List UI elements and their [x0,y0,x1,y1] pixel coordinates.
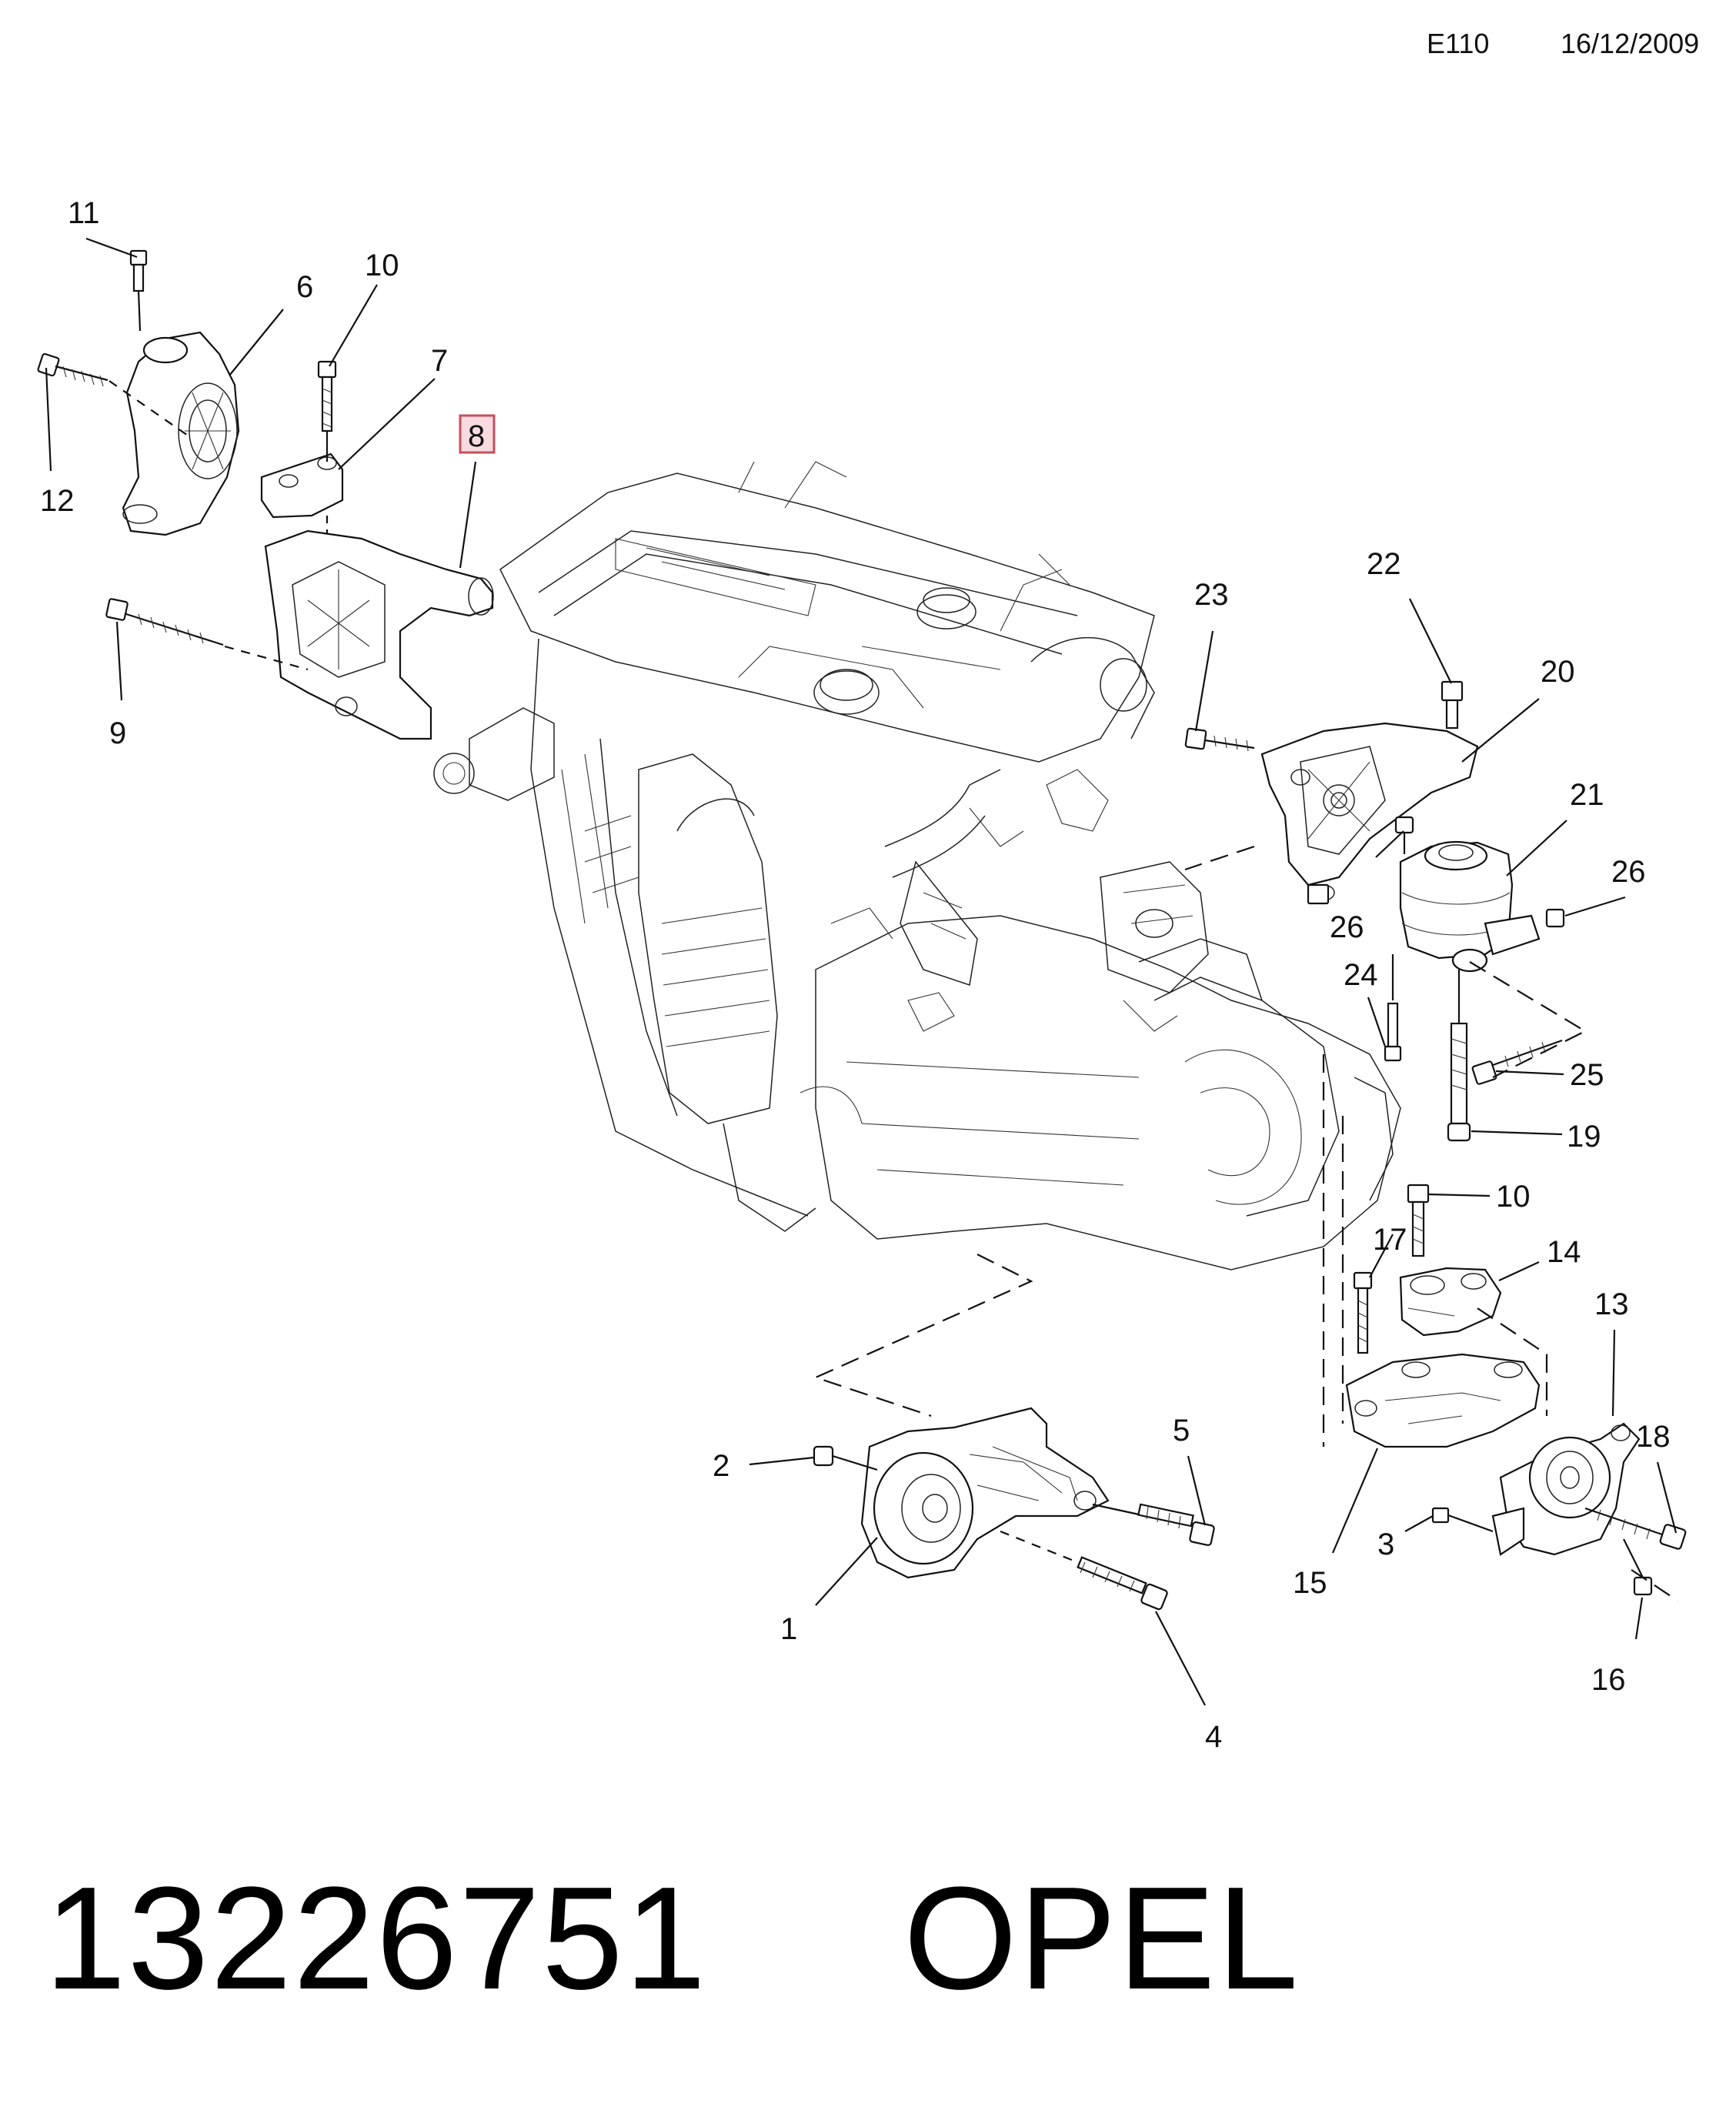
callout-18: 18 [1636,1420,1671,1454]
callout-10-upper: 10 [365,249,399,282]
bolt-17 [1353,1271,1373,1354]
callout-12: 12 [40,484,75,518]
callout-15: 15 [1293,1566,1327,1600]
callout-9: 9 [109,716,126,750]
callout-5: 5 [1173,1414,1190,1447]
callout-11: 11 [68,196,100,230]
callout-25: 25 [1570,1058,1604,1092]
bracket-part-7 [260,452,344,519]
bolt-19 [1447,970,1471,1142]
callout-19: 19 [1567,1120,1601,1154]
callout-6: 6 [296,270,313,304]
bolt-5 [1092,1503,1215,1546]
lower-mount-group [813,1254,1215,1611]
part-number: 13226751 [45,1857,708,2020]
callout-2: 2 [713,1449,729,1483]
bolt-12 [37,352,193,439]
callout-10-lower: 10 [1496,1180,1531,1214]
callout-16: 16 [1591,1663,1626,1697]
callout-3: 3 [1377,1528,1394,1561]
callout-14: 14 [1547,1235,1581,1269]
callout-24: 24 [1344,958,1378,992]
diagram-date: 16/12/2009 [1561,28,1700,59]
engine-bracket-part-8 [264,529,494,740]
callout-22: 22 [1367,547,1401,581]
bolt-4 [1000,1530,1168,1611]
bolt-23 [1184,727,1255,752]
callout-13: 13 [1594,1287,1629,1321]
bolt-22 [1441,680,1464,730]
left-upper-mount-group [37,249,494,740]
bolt-25 [1471,1039,1563,1085]
callouts: 11 6 10 7 8 12 9 23 22 20 21 26 26 24 25… [40,196,1671,1754]
leader-lines [45,237,1678,1706]
brand-name: OPEL [903,1857,1300,2020]
nut-2 [813,1445,878,1471]
bolt-18 [1584,1507,1687,1550]
nut-26-right [1545,908,1565,928]
callout-26-left: 26 [1330,910,1364,944]
bolt-9 [105,598,309,671]
bolt-3 [1431,1507,1494,1533]
callout-26-right: 26 [1611,855,1646,889]
callout-21: 21 [1570,778,1604,812]
bolt-10-lower [1407,1184,1430,1257]
bolt-10-upper [317,360,337,539]
callout-17: 17 [1373,1223,1407,1257]
callout-4: 4 [1205,1720,1222,1754]
callout-23: 23 [1194,578,1229,612]
bracket-part-15 [1345,1353,1541,1448]
bracket-part-14 [1399,1267,1502,1337]
right-upper-mount-group [1184,680,1587,1142]
engine-assembly [433,461,1401,1271]
diagram-code: E110 [1427,28,1490,59]
nut-26-left [1394,816,1414,854]
nut-16 [1623,1538,1653,1596]
right-lower-mount-group [1322,1054,1687,1601]
bolt-24 [1384,954,1402,1062]
callout-1: 1 [780,1612,797,1646]
callout-8[interactable]: 8 [468,419,485,453]
footer-caption: 13226751 OPEL [45,1855,1300,2022]
callout-20: 20 [1541,655,1575,689]
bracket-part-20 [1260,722,1479,887]
callout-8-highlight [459,414,496,454]
bolt-11 [129,249,148,332]
callout-7: 7 [431,344,448,378]
